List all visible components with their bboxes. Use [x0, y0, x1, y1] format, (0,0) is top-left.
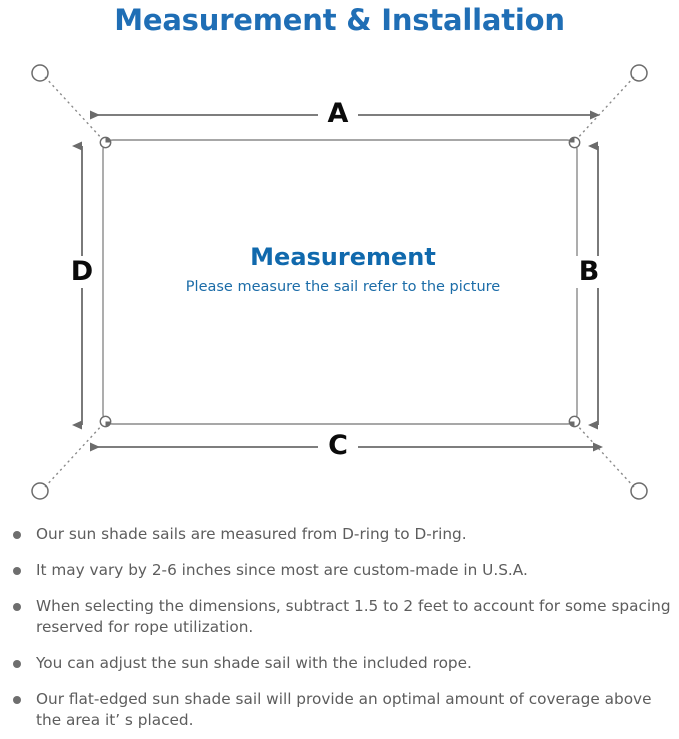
bullet-icon	[13, 567, 21, 575]
bullet-icon	[13, 660, 21, 668]
dimension-label-c: C	[318, 430, 358, 462]
rope-line-top-right	[574, 76, 635, 142]
list-item: It may vary by 2-6 inches since most are…	[0, 560, 679, 581]
d-ring-fill-top-right	[569, 137, 575, 143]
shade-sail-body	[102, 139, 578, 425]
list-item-text: Our flat-edged sun shade sail will provi…	[36, 690, 652, 729]
list-item: Our flat-edged sun shade sail will provi…	[0, 689, 679, 731]
d-rings	[99, 136, 581, 428]
list-item-text: Our sun shade sails are measured from D-…	[36, 525, 467, 543]
anchor-ring-top-right	[630, 64, 648, 82]
page-title: Measurement & Installation	[114, 3, 565, 37]
dimension-label-d: D	[64, 256, 100, 288]
d-ring-fill-top-left	[105, 137, 111, 143]
rope-line-top-left	[44, 76, 105, 142]
anchor-ring-bottom-left	[31, 482, 49, 500]
rope-line-bottom-left	[44, 422, 105, 488]
bullet-icon	[13, 696, 21, 704]
d-ring-fill-bottom-right	[569, 421, 575, 427]
bullet-icon	[13, 603, 21, 611]
list-item-text: When selecting the dimensions, subtract …	[36, 597, 671, 636]
anchor-rings	[31, 64, 648, 500]
list-item-text: You can adjust the sun shade sail with t…	[36, 654, 472, 672]
d-ring-fill-bottom-left	[105, 421, 111, 427]
list-item-text: It may vary by 2-6 inches since most are…	[36, 561, 528, 579]
notes-list: Our sun shade sails are measured from D-…	[0, 524, 679, 731]
dimension-label-b: B	[571, 256, 607, 288]
list-item: When selecting the dimensions, subtract …	[0, 596, 679, 638]
list-item: Our sun shade sails are measured from D-…	[0, 524, 679, 545]
anchor-ring-top-left	[31, 64, 49, 82]
diagram-svg	[31, 64, 648, 500]
bullet-icon	[13, 531, 21, 539]
list-item: You can adjust the sun shade sail with t…	[0, 653, 679, 674]
anchor-ring-bottom-right	[630, 482, 648, 500]
dimension-label-a: A	[318, 98, 358, 130]
measurement-diagram: Measurement Please measure the sail refe…	[0, 46, 679, 516]
rope-line-bottom-right	[574, 422, 635, 488]
